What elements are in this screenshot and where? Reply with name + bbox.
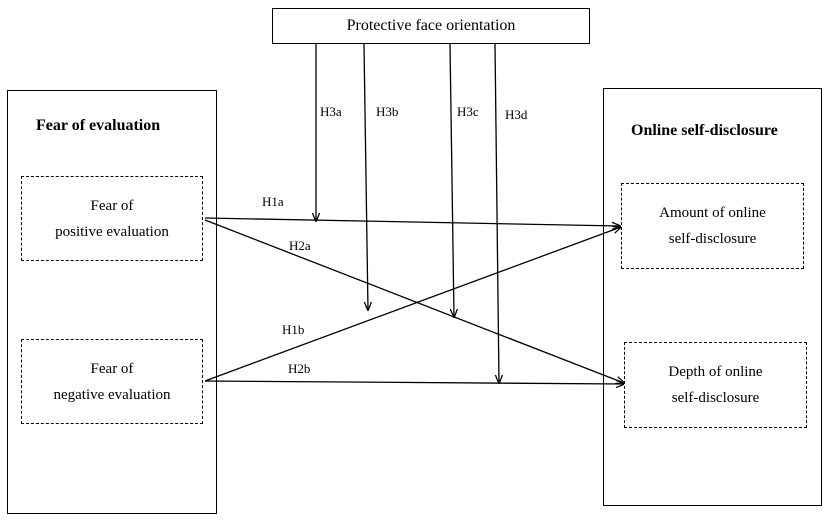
arrow-h1a	[204, 217, 620, 226]
moderator-box: Protective face orientation	[272, 8, 590, 44]
label-h3d: H3d	[505, 107, 528, 122]
online-self-disclosure-panel	[603, 88, 822, 506]
fear-negative-evaluation-box: Fear of negative evaluation	[21, 339, 203, 424]
label-h3b: H3b	[376, 104, 399, 119]
fear-positive-line2: positive evaluation	[55, 223, 169, 240]
arrow-h1b	[204, 227, 621, 382]
arrow-h3c	[449, 43, 454, 317]
label-h1a: H1a	[262, 194, 284, 209]
arrow-h3d	[494, 43, 499, 383]
label-h1b: H1b	[282, 322, 305, 337]
fear-negative-line1: Fear of	[90, 360, 134, 377]
depth-line1: Depth of online	[668, 364, 763, 380]
amount-line1: Amount of online	[659, 205, 766, 221]
depth-line2: self-disclosure	[671, 390, 760, 406]
fear-negative-line2: negative evaluation	[53, 386, 171, 403]
label-h2b: H2b	[288, 361, 311, 376]
amount-line2: self-disclosure	[668, 231, 757, 247]
fear-of-evaluation-title: Fear of evaluation	[36, 117, 161, 134]
moderator-label: Protective face orientation	[346, 17, 516, 34]
label-h3a: H3a	[320, 104, 342, 119]
online-self-disclosure-title: Online self-disclosure	[631, 122, 778, 139]
fear-of-evaluation-panel	[7, 90, 217, 514]
arrow-h2a	[204, 219, 624, 383]
fear-positive-line1: Fear of	[90, 197, 134, 214]
arrow-h2b	[204, 381, 624, 384]
fear-positive-evaluation-box: Fear of positive evaluation	[21, 176, 203, 261]
label-h2a: H2a	[289, 238, 311, 253]
amount-online-self-disclosure-box: Amount of online self-disclosure	[621, 183, 804, 269]
label-h3c: H3c	[457, 104, 479, 119]
depth-online-self-disclosure-box: Depth of online self-disclosure	[624, 342, 807, 428]
arrow-h3b	[363, 43, 368, 310]
